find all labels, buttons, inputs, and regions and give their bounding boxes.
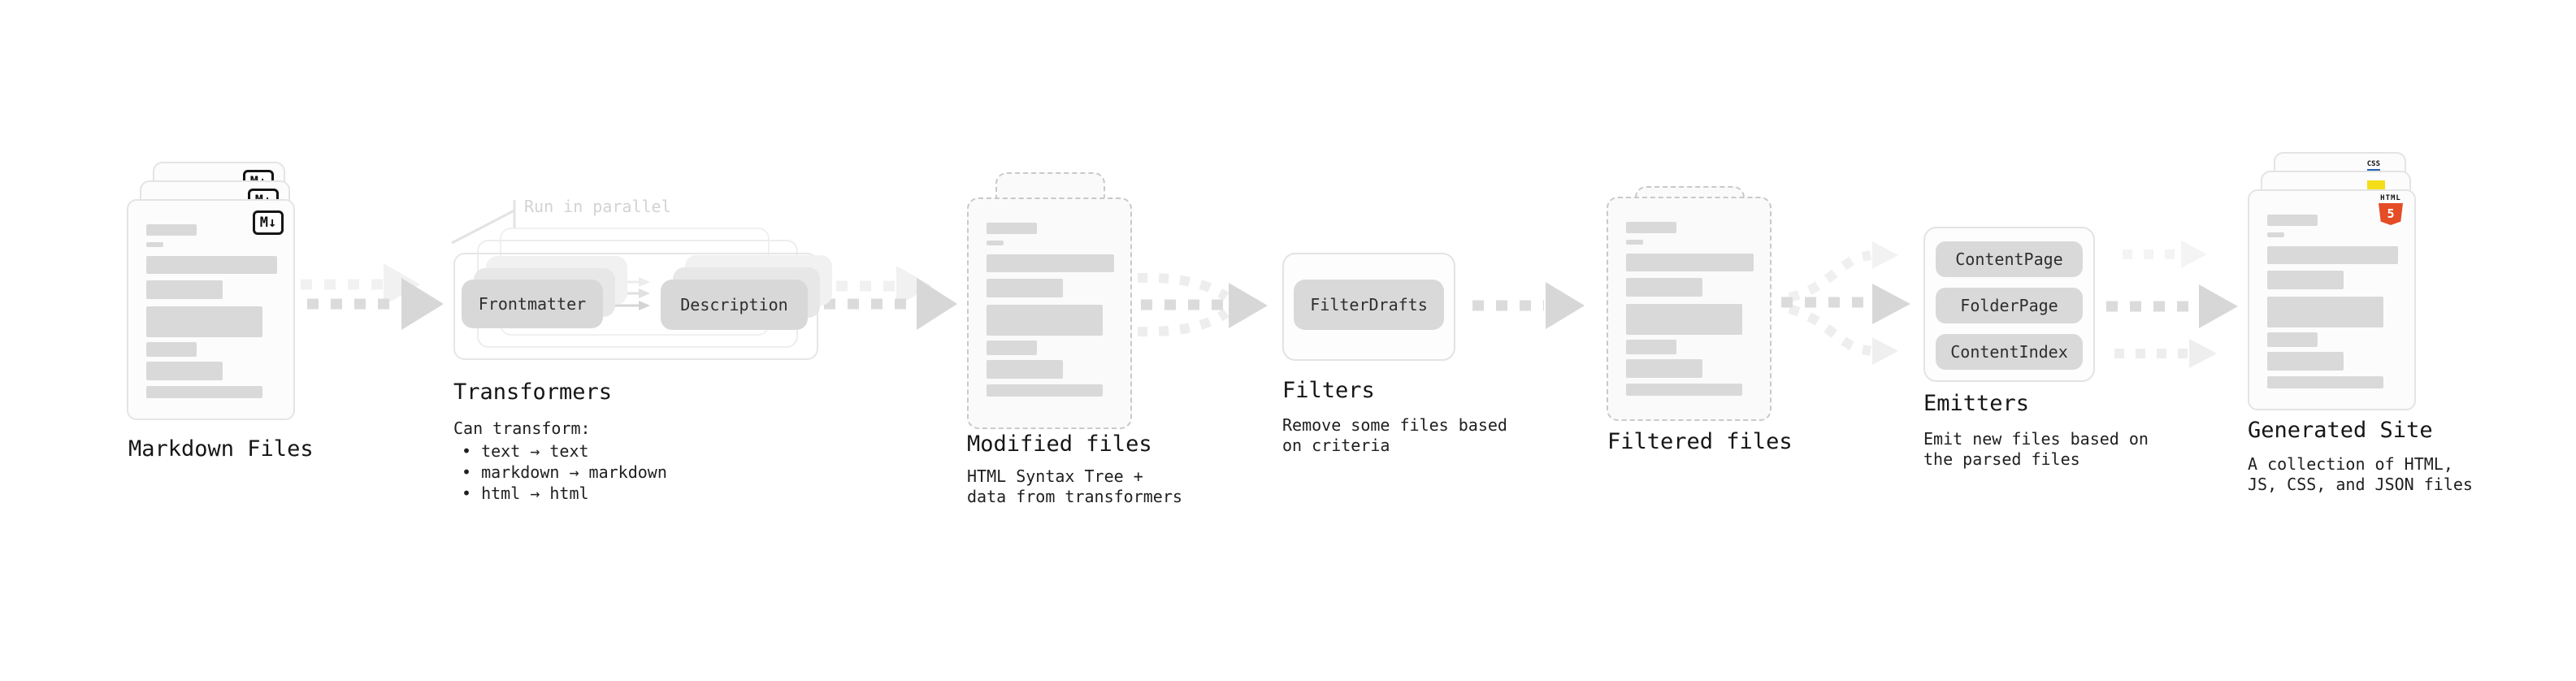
doc-line-bar [146,386,262,398]
doc-line-bar [1626,240,1643,245]
arrow-markdown-to-transformers [301,263,444,330]
doc-line-bar [987,360,1063,379]
can-transform-heading: Can transform: [453,419,591,438]
doc-line-bar [987,384,1103,397]
emitters-label: Emitters [1923,391,2030,416]
doc-line-bar [987,340,1037,355]
doc-line-bar [2267,376,2383,388]
doc-line-bar [2267,232,2284,237]
filtered-file-card-front [1607,197,1772,421]
doc-line-bar [987,305,1103,336]
arrow-filtered-to-emitters-diverging [1781,241,1910,365]
modified-files-label: Modified files [967,432,1152,457]
contentindex-badge: ContentIndex [1936,334,2083,370]
document-placeholder-lines [146,224,277,398]
doc-line-bar [146,306,262,337]
transformers-description: Can transform: • text → text • markdown … [453,418,667,504]
arrow-transformers-to-modified [813,266,957,330]
doc-line-bar [1626,384,1742,396]
filtered-files-label: Filtered files [1607,429,1793,454]
doc-line-bar [987,241,1004,245]
doc-line-bar [2267,332,2318,347]
doc-line-bar [1626,254,1754,271]
generated-file-card-front: HTML 5 [2248,189,2416,410]
html5-icon-word: HTML [2380,194,2401,202]
filters-description: Remove some files based on criteria [1282,415,1507,455]
doc-line-bar [146,242,163,247]
description-badge: Description [661,280,808,330]
markdown-icon: M↓ [253,210,284,235]
doc-line-bar [987,254,1114,272]
transform-bullet: • text → text [462,441,589,461]
emitters-panel: ContentPage FolderPage ContentIndex [1923,227,2095,382]
document-placeholder-lines [1626,222,1754,396]
arrows-emitters-to-generated [2106,241,2238,368]
doc-line-bar [2267,352,2344,371]
doc-line-bar [146,342,197,357]
doc-line-bar [2267,246,2398,264]
run-in-parallel-note: Run in parallel [524,197,671,216]
doc-line-bar [146,362,223,380]
transform-bullet: • markdown → markdown [462,462,667,482]
transformers-label: Transformers [453,380,613,405]
doc-line-bar [2267,215,2318,226]
frontmatter-badge: Frontmatter [462,280,603,328]
filters-label: Filters [1282,378,1375,403]
doc-line-bar [2267,297,2383,327]
doc-line-bar [146,224,197,236]
generated-site-description: A collection of HTML, JS, CSS, and JSON … [2248,454,2473,494]
document-placeholder-lines [987,223,1114,397]
modified-file-card-front [967,197,1132,429]
doc-line-bar [987,279,1063,297]
run-in-parallel-leader-line [451,200,516,245]
modified-files-description: HTML Syntax Tree + data from transformer… [967,466,1182,506]
filterdrafts-badge: FilterDrafts [1294,280,1444,330]
doc-line-bar [1626,340,1676,354]
html5-icon-shield: 5 [2379,203,2403,225]
doc-line-bar [146,256,277,274]
markdown-files-label: Markdown Files [128,436,314,462]
contentpage-badge: ContentPage [1936,241,2083,277]
doc-line-bar [146,280,223,299]
doc-line-bar [1626,359,1702,378]
arrow-filters-to-filtered [1472,282,1585,329]
folderpage-badge: FolderPage [1936,288,2083,323]
transform-bullet: • html → html [462,484,589,503]
html5-icon: HTML 5 [2379,195,2403,225]
doc-line-bar [1626,278,1702,297]
arrow-modified-to-filters-converging [1137,272,1268,337]
emitters-description: Emit new files based on the parsed files [1923,429,2149,469]
document-placeholder-lines [2267,215,2398,388]
css-file-icon: CSS [2366,160,2380,171]
doc-line-bar [1626,304,1742,335]
doc-line-bar [1626,222,1676,233]
markdown-file-card-front: M↓ [127,199,295,420]
filters-panel: FilterDrafts [1282,253,1455,361]
doc-line-bar [987,223,1037,234]
doc-line-bar [2267,271,2344,289]
generated-site-label: Generated Site [2248,418,2433,443]
